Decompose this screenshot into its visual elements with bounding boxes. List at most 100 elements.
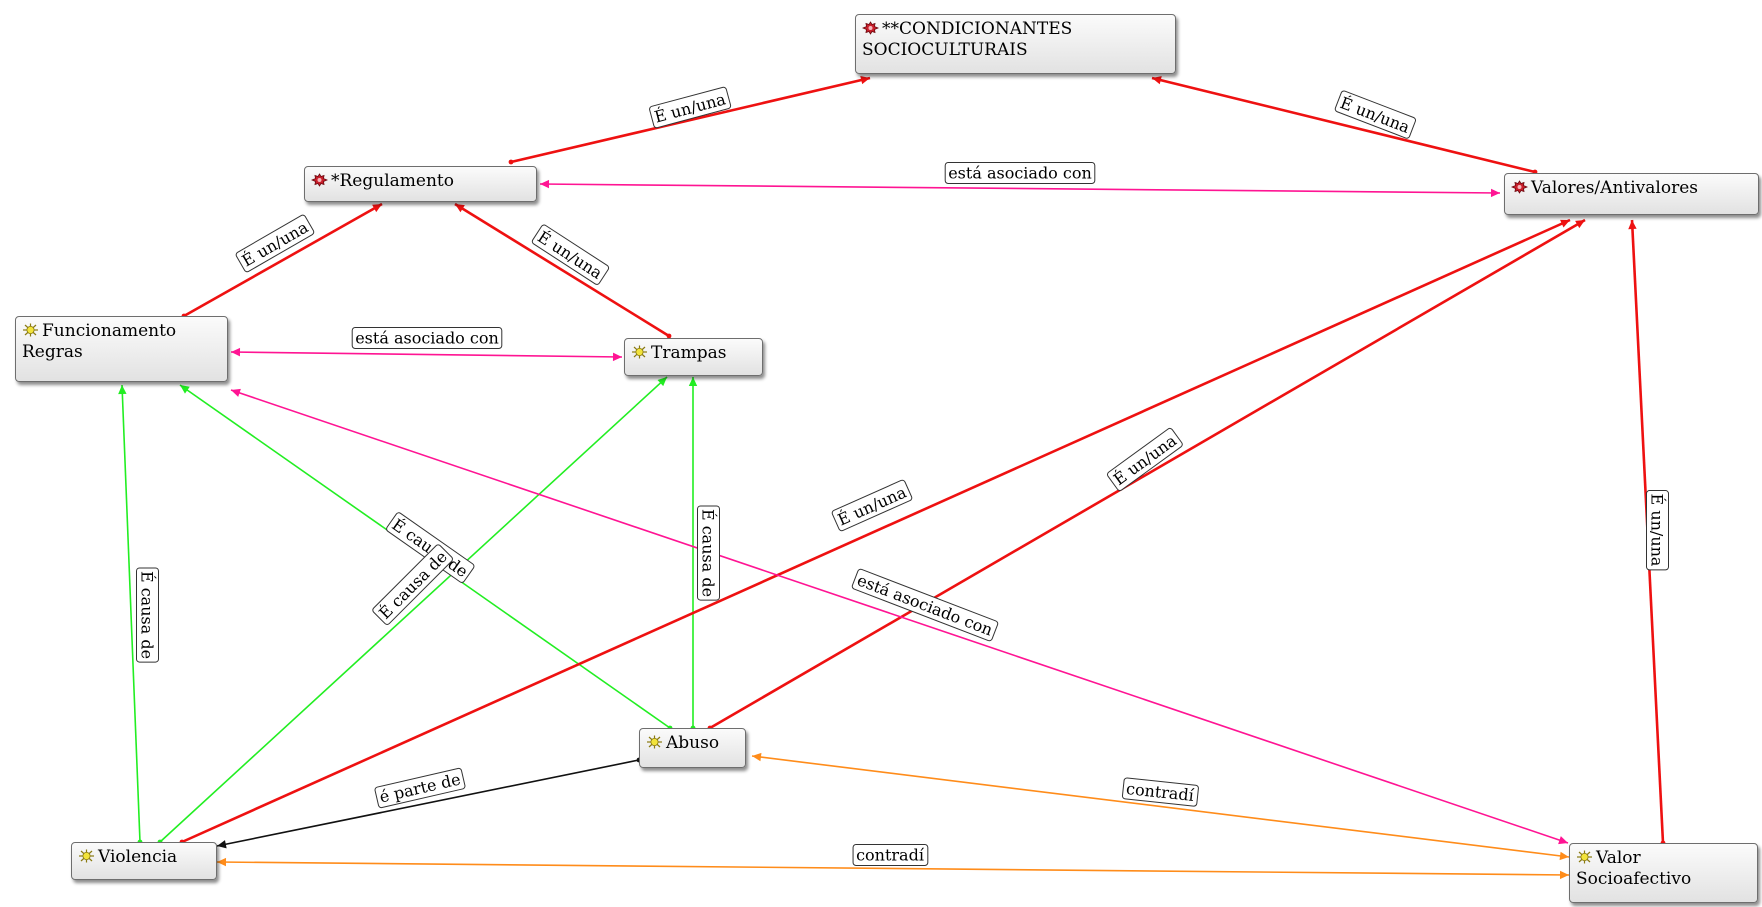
arrow-head [1490, 188, 1500, 198]
edge-label-text: é parte de [378, 769, 463, 806]
yellow-sun-icon [23, 323, 38, 337]
edge-label-box [649, 86, 732, 129]
edge-abu-vsa[interactable] [751, 755, 1570, 858]
edge-label-box [1107, 427, 1183, 491]
yellow-sun-icon [632, 345, 647, 359]
edge-label: é parte de [374, 767, 466, 809]
edge-label-text: É un/una [1109, 430, 1180, 489]
edge-label-text: contradí [856, 846, 925, 865]
edge-vio-vsa[interactable] [216, 861, 1570, 876]
yellow-sun-icon [79, 849, 94, 863]
arrow-head [455, 204, 465, 213]
edge-label-box [374, 767, 466, 809]
arrow-head [860, 75, 870, 85]
node-funcionamento-regras[interactable]: Funcionamento Regras [15, 316, 228, 382]
edge-label-box [1334, 90, 1417, 139]
edge-abu-vio[interactable] [216, 759, 640, 847]
edge-abu-val[interactable] [709, 218, 1586, 730]
arrow-head [180, 385, 190, 394]
edge-label-box [372, 544, 453, 625]
yellow-sun-icon [1577, 850, 1592, 864]
arrow-head [1559, 851, 1569, 861]
edge-label: É un/una [831, 479, 913, 532]
edge-label-text: está asociado con [855, 570, 996, 639]
arrow-head [1559, 870, 1569, 880]
node-abuso[interactable]: Abuso [639, 728, 746, 768]
edge-val-cond[interactable] [1151, 76, 1536, 174]
edge-label-text: contradí [1125, 779, 1195, 805]
arrow-head [217, 840, 227, 849]
arrow-head [217, 857, 227, 867]
arrow-head [231, 347, 241, 357]
edge-label: está asociado con [851, 568, 999, 642]
edge-tail-dot [508, 159, 514, 165]
node-valor-socioafectivo[interactable]: Valor Socioafectivo [1569, 843, 1758, 903]
node-label: Abuso [666, 733, 720, 753]
arrow-head [688, 377, 698, 386]
edge-func-reg[interactable] [183, 202, 383, 318]
edge-label-text: É un/una [1648, 494, 1668, 567]
edge-reg-val[interactable] [539, 183, 1501, 194]
node-condicionantes-socioculturais[interactable]: **CONDICIONANTES SOCIOCULTURAIS [855, 14, 1176, 74]
edge-label: É un/una [649, 86, 732, 129]
arrow-head [231, 388, 241, 397]
node-label: Violencia [98, 847, 178, 867]
red-gear-icon [1511, 180, 1528, 194]
arrow-head [612, 352, 622, 362]
node-trampas[interactable]: Trampas [624, 338, 763, 376]
edge-label-box [386, 512, 475, 583]
arrow-head [372, 204, 382, 213]
edge-func-tram[interactable] [230, 351, 623, 358]
edge-label-text: está asociado con [948, 164, 1092, 183]
arrow-head [118, 385, 127, 395]
node-label: Valor Socioafectivo [1576, 848, 1692, 889]
edge-label-box [1121, 777, 1199, 807]
arrow-head [1560, 219, 1570, 228]
node-valores-antivalores[interactable]: Valores/Antivalores [1504, 173, 1759, 215]
edge-vio-tram[interactable] [159, 376, 668, 843]
node-label: Valores/Antivalores [1531, 178, 1698, 198]
edge-label-box [1646, 490, 1669, 571]
edge-label-text: É un/una [1338, 92, 1414, 137]
edge-tram-reg[interactable] [454, 202, 670, 338]
node-label: *Regulamento [331, 171, 454, 191]
edge-label-box [851, 568, 999, 642]
arrow-head [1575, 220, 1585, 229]
edge-label-text: É causa de [138, 571, 158, 659]
edge-reg-cond[interactable] [510, 76, 871, 164]
edge-label: É causa de [136, 567, 159, 663]
edge-tail-dot [666, 333, 672, 339]
edge-label: É causa de [697, 505, 720, 601]
edge-label-box [136, 567, 159, 663]
edge-label-text: É causa de [699, 509, 719, 597]
arrow-head [1558, 836, 1568, 845]
arrow-head [540, 179, 550, 189]
arrow-head [752, 752, 762, 762]
edge-label-box [852, 844, 929, 866]
edge-label-box [831, 479, 913, 532]
edge-label-box [531, 224, 610, 285]
red-gear-icon [862, 21, 879, 35]
edge-label: está asociado con [351, 327, 503, 349]
edge-vio-func[interactable] [121, 384, 141, 843]
edge-label: contradí [852, 844, 929, 866]
node-label: Funcionamento Regras [22, 321, 177, 362]
edge-label-box [944, 162, 1096, 184]
arrow-head [657, 377, 667, 387]
arrow-head [1152, 76, 1162, 85]
node-regulamento[interactable]: *Regulamento [304, 166, 537, 202]
edge-label: É un/una [1646, 490, 1669, 571]
edge-func-vsa[interactable] [230, 389, 1569, 844]
edge-label-box [235, 214, 315, 273]
red-gear-icon [311, 173, 328, 187]
node-violencia[interactable]: Violencia [71, 842, 217, 880]
node-label: **CONDICIONANTES SOCIOCULTURAIS [862, 19, 1073, 60]
edge-label-text: É un/una [238, 216, 312, 270]
edge-vio-val[interactable] [181, 218, 1571, 844]
node-label: Trampas [651, 343, 727, 363]
edge-label: está asociado con [944, 162, 1096, 184]
yellow-sun-icon [647, 735, 662, 749]
edge-label-text: É causa de [374, 546, 450, 622]
arrow-head [1628, 220, 1637, 230]
